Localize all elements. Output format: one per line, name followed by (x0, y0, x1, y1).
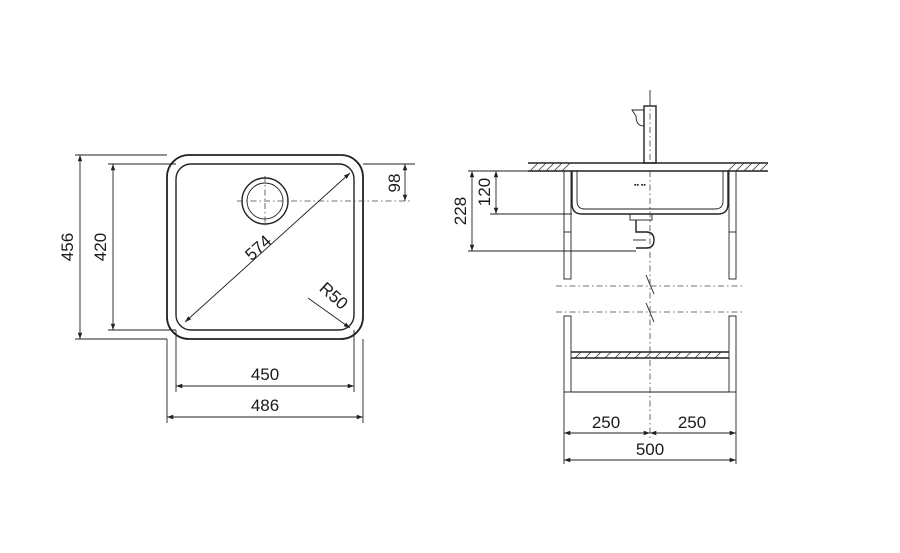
countertop (528, 162, 769, 172)
overall-height-label: 456 (58, 233, 77, 261)
total-depth-label: 228 (451, 197, 470, 225)
right-half-label: 250 (678, 413, 706, 432)
sink-inner-bowl (175, 163, 355, 331)
overall-width-label: 486 (251, 396, 279, 415)
diagonal-dimension-line (184, 172, 351, 323)
radius-label: R50 (316, 278, 352, 313)
drain-offset-label: 98 (385, 174, 404, 193)
waste-fitting-icon (629, 213, 655, 249)
svg-text:▪▪ ▪▪: ▪▪ ▪▪ (634, 182, 646, 189)
cabinet-width-label: 500 (636, 440, 664, 459)
left-half-label: 250 (592, 413, 620, 432)
radius-leader-line (307, 297, 351, 329)
inner-height-label: 420 (91, 233, 110, 261)
side-view: ▪▪ ▪▪ (451, 90, 769, 464)
diagonal-dimension-label: 574 (241, 231, 275, 264)
inner-width-label: 450 (251, 365, 279, 384)
faucet-icon: ▪▪ ▪▪ (631, 90, 657, 189)
top-view: 574 R50 456 420 98 450 486 (58, 154, 415, 423)
cabinet-lower (563, 315, 737, 393)
sink-outer-rim (166, 154, 364, 340)
bowl-depth-label: 120 (475, 178, 494, 206)
